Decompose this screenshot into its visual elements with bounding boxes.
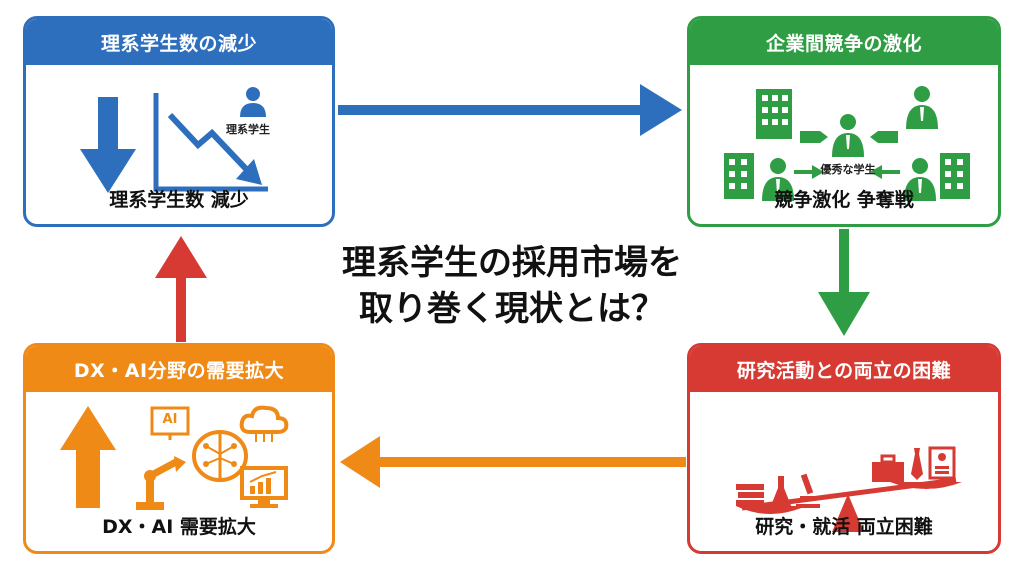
arrowhead-green <box>818 292 870 336</box>
card-header: DX・AI分野の需要拡大 <box>26 346 332 392</box>
businessperson-icon <box>906 86 938 129</box>
building-icon <box>940 153 970 199</box>
card-stem-decline: 理系学生数の減少 理系学生 理系学生数 減少 <box>23 16 335 227</box>
building-icon <box>724 153 754 199</box>
icon-label-student: 理系学生 <box>226 123 270 136</box>
arrowhead-red <box>155 236 207 278</box>
declining-chart-icon <box>153 93 268 192</box>
businessperson-icon <box>904 158 936 201</box>
icon-label-jobhunt: 就活 <box>911 488 933 501</box>
card-header: 企業間競争の激化 <box>690 19 998 65</box>
necktie-icon <box>911 448 923 480</box>
handshake-icon <box>870 131 898 143</box>
card-caption: 競争激化 争奪戦 <box>774 189 914 211</box>
brain-circuit-icon <box>192 430 248 482</box>
microscope-icon <box>796 473 820 508</box>
cloud-icon <box>239 405 289 442</box>
card-header: 研究活動との両立の困難 <box>690 346 998 392</box>
arrow-to-student-icon <box>870 165 900 179</box>
page-title: 理系学生の採用市場を 取り巻く現状とは？ <box>300 240 724 332</box>
ai-chip-icon <box>150 406 190 440</box>
arrowhead-orange <box>340 436 380 488</box>
title-line-1: 理系学生の採用市場を <box>342 243 682 283</box>
businessperson-icon <box>762 158 794 201</box>
icon-label-top-student: 優秀な学生 <box>820 163 876 176</box>
card-dx-ai-demand: DX・AI分野の需要拡大 AI <box>23 343 335 554</box>
icon-label-research: 研究 <box>759 514 781 527</box>
down-arrow-icon <box>80 97 136 193</box>
arrowhead-blue <box>640 84 682 136</box>
student-icon <box>240 87 266 117</box>
resume-icon <box>928 446 956 480</box>
businessperson-icon <box>832 114 864 157</box>
card-caption: 理系学生数 減少 <box>109 189 249 211</box>
ai-label: AI <box>162 412 178 427</box>
flask-icon <box>770 476 792 508</box>
robot-arm-icon <box>136 456 186 510</box>
card-research-balance: 研究活動との両立の困難 <box>687 343 1001 554</box>
card-competition: 企業間競争の激化 <box>687 16 1001 227</box>
handshake-icon <box>800 131 828 143</box>
card-header: 理系学生数の減少 <box>26 19 332 65</box>
arrow-to-student-icon <box>794 165 824 179</box>
monitor-chart-icon <box>240 466 288 508</box>
card-caption: 研究・就活 両立困難 <box>755 516 933 538</box>
up-arrow-icon <box>60 406 116 508</box>
briefcase-icon <box>872 454 904 482</box>
books-icon <box>736 484 764 506</box>
card-caption: DX・AI 需要拡大 <box>102 516 256 538</box>
building-icon <box>756 89 792 139</box>
title-line-2: 取り巻く現状とは？ <box>359 289 665 329</box>
